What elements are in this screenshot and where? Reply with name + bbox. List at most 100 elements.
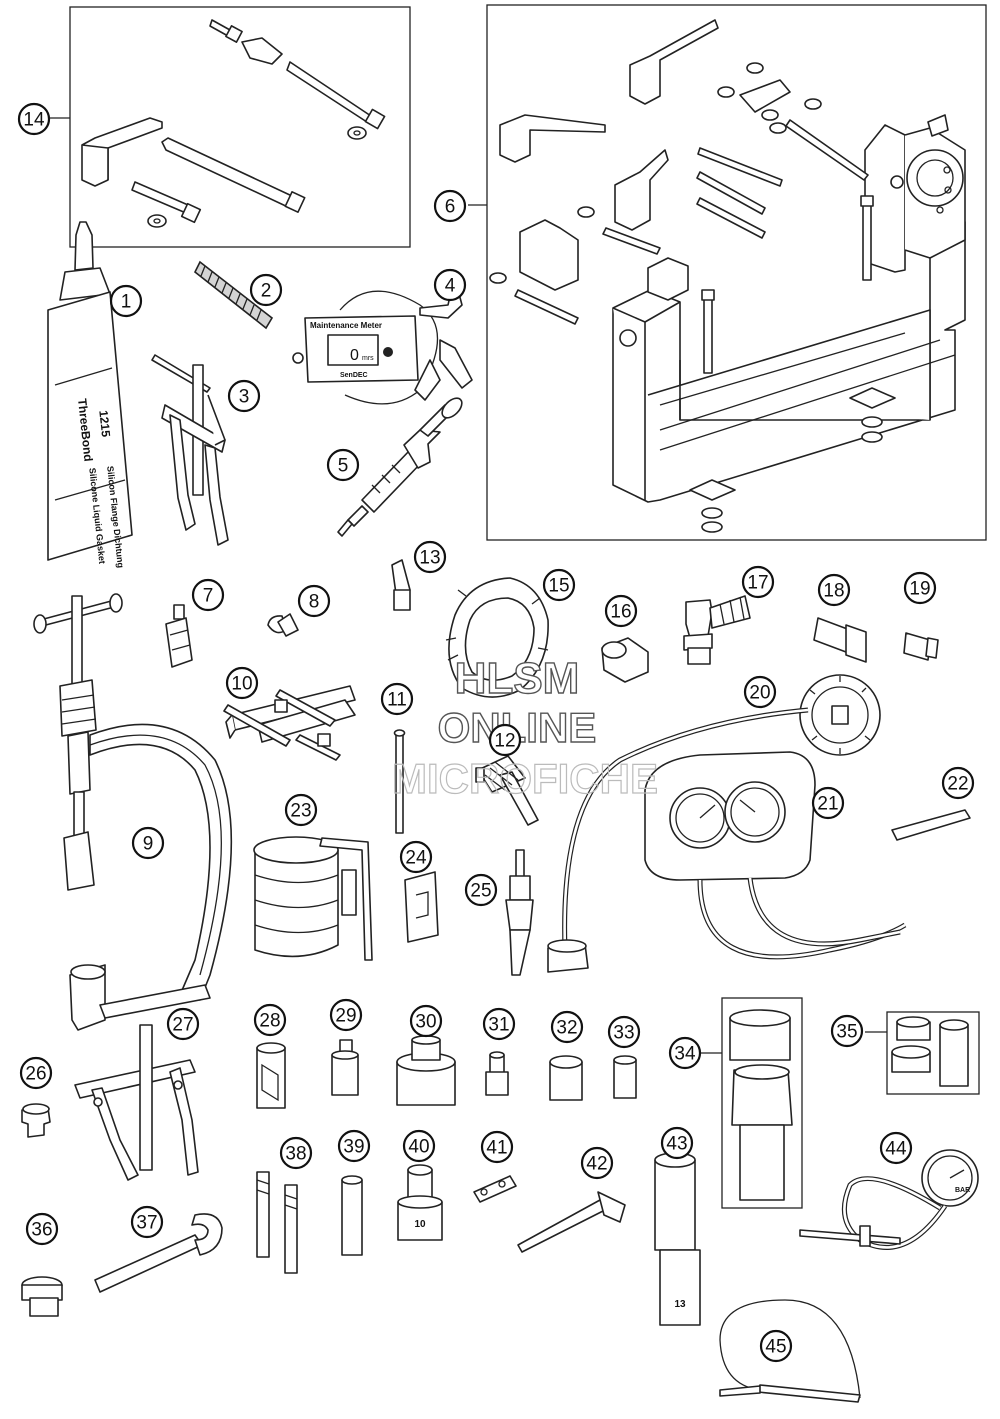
callout-number: 43 <box>666 1134 687 1155</box>
callout-number: 44 <box>885 1139 907 1160</box>
callout-circle <box>413 540 447 574</box>
callout-14: 14 <box>17 102 51 136</box>
callout-circle <box>279 1136 313 1170</box>
frame-34 <box>721 997 803 1209</box>
callout-2: 2 <box>249 273 283 307</box>
tube-code-text: 1215 <box>96 410 113 438</box>
part-13-plug <box>391 559 411 611</box>
watermark-line1: HLSM <box>455 654 580 703</box>
callout-1: 1 <box>109 284 143 318</box>
callout-number: 34 <box>674 1044 696 1065</box>
part-43-socket: 13 <box>654 1152 701 1326</box>
callout-number: 29 <box>335 1006 356 1027</box>
callout-number: 4 <box>445 276 456 297</box>
part-25-slide-hammer <box>505 849 534 976</box>
frame-14 <box>69 6 411 248</box>
part-10-puller-bar <box>223 685 356 761</box>
callout-15: 15 <box>542 568 576 602</box>
callout-circle <box>903 571 937 605</box>
part-18-bolt <box>813 617 867 663</box>
callout-number: 28 <box>259 1011 280 1032</box>
part-30-tool <box>396 1035 456 1106</box>
callout-number: 6 <box>445 197 456 218</box>
callout-number: 25 <box>470 881 491 902</box>
callout-number: 38 <box>285 1144 306 1165</box>
callout-number: 21 <box>817 794 838 815</box>
callout-circle <box>464 873 498 907</box>
callout-20: 20 <box>743 675 777 709</box>
callout-number: 32 <box>556 1018 577 1039</box>
callout-circle <box>409 1004 443 1038</box>
part-14-bolts-bracket <box>81 19 386 228</box>
callout-17: 17 <box>741 565 775 599</box>
part-34-drift <box>729 1009 793 1201</box>
watermark: HLSM ONLINE MICROFICHE <box>391 653 658 802</box>
callout-circle <box>480 1130 514 1164</box>
callout-number: 2 <box>261 281 272 302</box>
part-38-studs <box>256 1171 298 1274</box>
part-23-ring-compressor <box>253 836 373 961</box>
callout-circle <box>166 1007 200 1041</box>
callout-number: 37 <box>136 1213 157 1234</box>
part-45-probe <box>719 1299 861 1403</box>
callout-number: 13 <box>419 548 440 569</box>
callout-41: 41 <box>480 1130 514 1164</box>
callout-6: 6 <box>433 189 467 223</box>
part-4-maintenance-meter: Maintenance Meter 0 mrs SenDEC <box>292 289 473 405</box>
callout-circle <box>941 766 975 800</box>
callout-circle <box>811 786 845 820</box>
part-26-bushing <box>21 1103 51 1138</box>
meter-title-text: Maintenance Meter <box>310 321 382 330</box>
part-17-adapter <box>683 595 751 665</box>
callout-35: 35 <box>830 1014 864 1048</box>
callout-number: 5 <box>338 456 349 477</box>
callout-circle <box>660 1126 694 1160</box>
part-39-tube <box>341 1175 363 1256</box>
callout-44: 44 <box>879 1131 913 1165</box>
callout-24: 24 <box>399 840 433 874</box>
callout-circle <box>668 1036 702 1070</box>
leader-lines <box>50 117 887 1054</box>
callout-number: 11 <box>387 690 407 711</box>
part-24-plate <box>404 871 439 943</box>
callout-number: 7 <box>203 586 214 607</box>
part-12-feeler-gauges <box>475 755 539 826</box>
callout-circle <box>817 573 851 607</box>
callout-number: 45 <box>765 1337 786 1358</box>
callout-11: 11 <box>380 682 414 716</box>
callout-number: 16 <box>610 602 631 623</box>
part-37-pin-spanner <box>94 1213 223 1293</box>
part-21-gauge-set <box>547 707 907 973</box>
callout-4: 4 <box>433 268 467 302</box>
callout-22: 22 <box>941 766 975 800</box>
callout-circle <box>131 826 165 860</box>
callout-18: 18 <box>817 573 851 607</box>
callout-43: 43 <box>660 1126 694 1160</box>
part-35-bearings <box>891 1016 969 1087</box>
callout-number: 1 <box>121 292 132 313</box>
callout-circle <box>25 1212 59 1246</box>
part-36-cap <box>21 1276 63 1317</box>
callout-7: 7 <box>191 578 225 612</box>
callout-circle <box>380 682 414 716</box>
callout-circle <box>17 102 51 136</box>
callout-number: 8 <box>309 592 320 613</box>
callout-circle <box>284 793 318 827</box>
part-20-degree-wheel <box>799 674 881 756</box>
callout-circle <box>402 1129 436 1163</box>
callout-circle <box>607 1015 641 1049</box>
callout-32: 32 <box>550 1010 584 1044</box>
socket-43-size-text: 13 <box>674 1299 686 1310</box>
tube-brand-text: ThreeBond <box>75 398 96 462</box>
callout-circle <box>482 1007 516 1041</box>
callout-23: 23 <box>284 793 318 827</box>
callout-number: 36 <box>31 1220 52 1241</box>
part-33-tool <box>613 1055 637 1099</box>
callout-circle <box>326 448 360 482</box>
part-29-tool <box>331 1039 359 1096</box>
part-2-spring <box>193 260 274 330</box>
callout-number: 17 <box>747 573 768 594</box>
callout-21: 21 <box>811 786 845 820</box>
callout-number: 12 <box>494 731 515 752</box>
callout-number: 24 <box>405 848 427 869</box>
